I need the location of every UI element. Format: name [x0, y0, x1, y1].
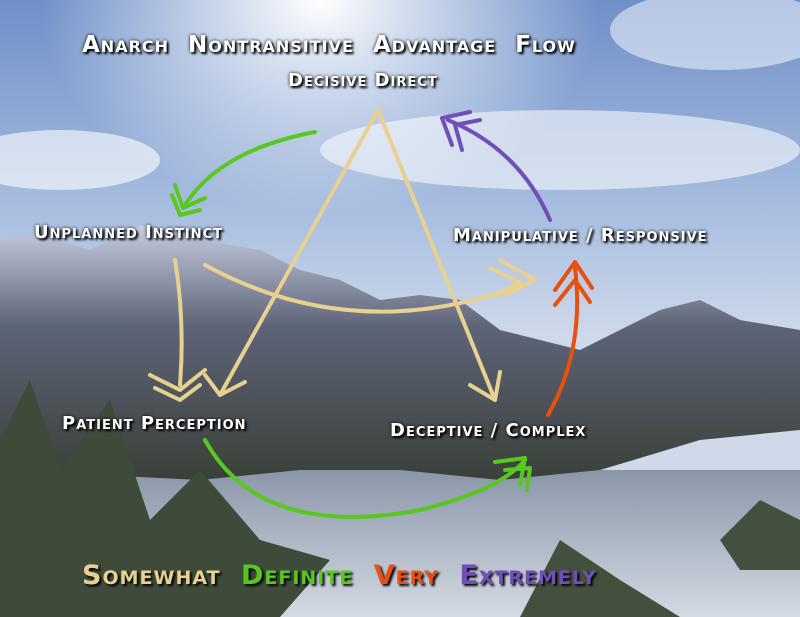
legend-very: Very [373, 560, 439, 591]
mountain-range [0, 225, 800, 480]
node-decisive-direct: Decisive Direct [288, 70, 438, 91]
anarchy-a-symbol [203, 108, 537, 402]
diagram-title: Anarch Nontransitive Advantage Flow [82, 32, 576, 58]
arrow-instinct-to-perception [148, 258, 207, 402]
node-manipulative-responsive: Manipulative / Responsive [453, 225, 708, 246]
rock-island [720, 500, 800, 570]
legend-somewhat: Somewhat [82, 560, 221, 591]
cloud [320, 110, 800, 190]
arrow-deceptive-to-manipulative [546, 260, 594, 417]
rock-island [520, 540, 680, 617]
legend: Somewhat Definite Very Extremely [82, 560, 607, 591]
legend-extremely: Extremely [459, 560, 597, 591]
legend-definite: Definite [240, 560, 354, 591]
cloud [0, 130, 160, 190]
arrow-perception-to-deceptive [203, 438, 532, 519]
arrow-direct-to-instinct [170, 130, 317, 217]
foreground-peaks [0, 380, 330, 617]
node-unplanned-instinct: Unplanned Instinct [34, 222, 223, 243]
node-deceptive-complex: Deceptive / Complex [390, 420, 587, 441]
arrow-manipulative-to-direct [440, 110, 552, 222]
cloud [610, 0, 800, 70]
node-patient-perception: Patient Perception [62, 413, 247, 434]
